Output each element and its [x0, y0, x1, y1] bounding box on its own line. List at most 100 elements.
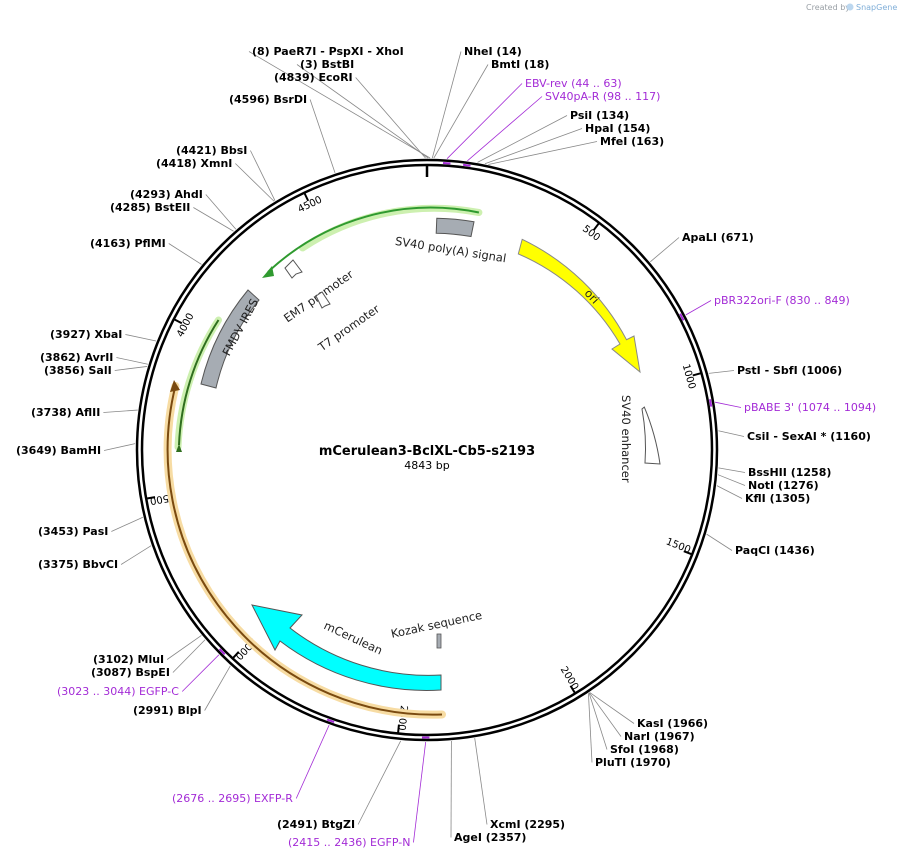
site-label[interactable]: (2991) BlpI [133, 704, 202, 717]
site-label[interactable]: PsiI (134) [570, 109, 629, 122]
leader-line [714, 401, 742, 408]
map-title: mCerulean3-BclXL-Cb5-s2193 [319, 444, 535, 459]
site-label[interactable]: (4285) BstEII [110, 201, 190, 214]
site-labels: (8) PaeR7I - PspXI - XhoI (3) BstBI (483… [16, 45, 871, 844]
leader-line [446, 83, 523, 159]
site-label[interactable]: (4596) BsrDI [229, 93, 307, 106]
site-label[interactable]: ApaLI (671) [682, 231, 754, 244]
site-label[interactable]: (3927) XbaI [50, 328, 122, 341]
site-label[interactable]: (3375) BbvCI [38, 558, 118, 571]
primer-label[interactable]: (3023 .. 3044) EGFP-C [57, 685, 179, 698]
leader-line [120, 545, 152, 565]
leader-line [309, 99, 336, 173]
site-label[interactable]: (4293) AhdI [130, 188, 203, 201]
site-label[interactable]: (3738) AflII [31, 406, 100, 419]
primer-label[interactable]: EBV-rev (44 .. 63) [525, 77, 622, 90]
leader-line [706, 533, 733, 551]
site-label[interactable]: SfoI (1968) [610, 743, 679, 756]
mcerulean-label: mCerulean [322, 618, 385, 657]
leader-line [172, 639, 206, 673]
site-label[interactable]: KasI (1966) [637, 717, 708, 730]
site-label[interactable]: PluTI (1970) [595, 756, 671, 769]
leader-line [467, 96, 543, 162]
site-label[interactable]: (3087) BspEI [91, 666, 170, 679]
site-label[interactable]: (3862) AvrII [40, 351, 113, 364]
sv40-enhancer-block [641, 406, 661, 465]
credit-text: Created by [806, 3, 850, 12]
site-label[interactable]: (2491) BtgZI [277, 818, 355, 831]
site-label[interactable]: BmtI (18) [491, 58, 549, 71]
green-arrow-top-core [267, 206, 480, 273]
site-label[interactable]: (4839) EcoRI [274, 71, 353, 84]
leader-line [708, 370, 735, 374]
leader-line [204, 665, 231, 711]
site-label[interactable]: PaqCI (1436) [735, 544, 815, 557]
site-label[interactable]: NheI (14) [464, 45, 522, 58]
primer-binding-mark [709, 399, 713, 407]
primer-binding-mark [442, 161, 451, 165]
tick-mark [592, 222, 600, 231]
leader-line [717, 474, 746, 486]
site-label[interactable]: (4418) XmnI [156, 157, 232, 170]
green-arrow-left-core [178, 319, 220, 446]
t7-promoter-label: T7 promoter [315, 301, 383, 354]
leader-line [168, 243, 202, 265]
site-label[interactable]: (4163) PflMI [90, 237, 166, 250]
leader-line [718, 430, 745, 437]
primer-label[interactable]: SV40pA-R (98 .. 117) [545, 90, 660, 103]
primer-binding-mark [218, 648, 226, 656]
leader-line [650, 237, 680, 263]
leader-line [103, 409, 138, 413]
tick-label: 500 [580, 223, 602, 243]
leader-line [413, 741, 427, 843]
leader-line [116, 357, 148, 365]
leader-line [103, 443, 136, 451]
primer-label[interactable]: pBR322ori-F (830 .. 849) [714, 294, 850, 307]
site-label[interactable]: (3649) BamHI [16, 444, 101, 457]
brand-text: SnapGene [856, 3, 897, 12]
site-label[interactable]: (3453) PasI [38, 525, 108, 538]
leader-line [589, 692, 635, 724]
em7-promoter-arrow [284, 259, 303, 279]
tick-label: 1500 [664, 536, 692, 556]
site-label[interactable]: HpaI (154) [585, 122, 650, 135]
primer-binding-mark [326, 718, 335, 724]
site-label[interactable]: AgeI (2357) [454, 831, 526, 844]
site-label[interactable]: (4421) BbsI [176, 144, 247, 157]
site-label[interactable]: (3) BstBI [300, 58, 354, 71]
leader-line [716, 485, 743, 499]
tick-label: 4500 [296, 194, 324, 215]
primer-label[interactable]: (2676 .. 2695) EXFP-R [172, 792, 293, 805]
site-label[interactable]: MfeI (163) [600, 135, 664, 148]
tick-mark [569, 685, 577, 694]
site-label[interactable]: PstI - SbfI (1006) [737, 364, 842, 377]
site-label[interactable]: XcmI (2295) [490, 818, 565, 831]
fmdv-ires-block [200, 289, 260, 389]
site-label[interactable]: NotI (1276) [748, 479, 819, 492]
kozak-label: Kozak sequence [390, 608, 484, 641]
primer-label[interactable]: (2415 .. 2436) EGFP-N [288, 836, 410, 849]
orange-arrow-head [170, 380, 180, 392]
green-arrow-top-head [262, 266, 274, 278]
site-label[interactable]: (3856) SalI [44, 364, 112, 377]
site-label[interactable]: (8) PaeR7I - PspXI - XhoI [252, 45, 404, 58]
leader-line [477, 115, 568, 163]
leader-line [488, 141, 598, 165]
snapgene-logo-icon [846, 3, 854, 11]
sv40-enhancer-label: SV40 enhancer [619, 395, 633, 483]
site-label[interactable]: KflI (1305) [745, 492, 810, 505]
primer-binding-mark [462, 163, 471, 167]
leader-line [295, 724, 330, 799]
tick-label: 2000 [558, 665, 581, 692]
leader-line [248, 51, 431, 159]
site-label[interactable]: NarI (1967) [624, 730, 695, 743]
site-label[interactable]: BssHII (1258) [748, 466, 831, 479]
tick-mark [683, 550, 693, 556]
site-label[interactable]: (3102) MluI [93, 653, 164, 666]
leader-line [357, 740, 402, 825]
site-label[interactable]: CsiI - SexAI * (1160) [747, 430, 871, 443]
primer-labels: EBV-rev (44 .. 63) SV40pA-R (98 .. 117) … [57, 77, 876, 849]
leader-line [166, 635, 202, 660]
leader-line [205, 194, 237, 230]
primer-label[interactable]: pBABE 3' (1074 .. 1094) [744, 401, 876, 414]
